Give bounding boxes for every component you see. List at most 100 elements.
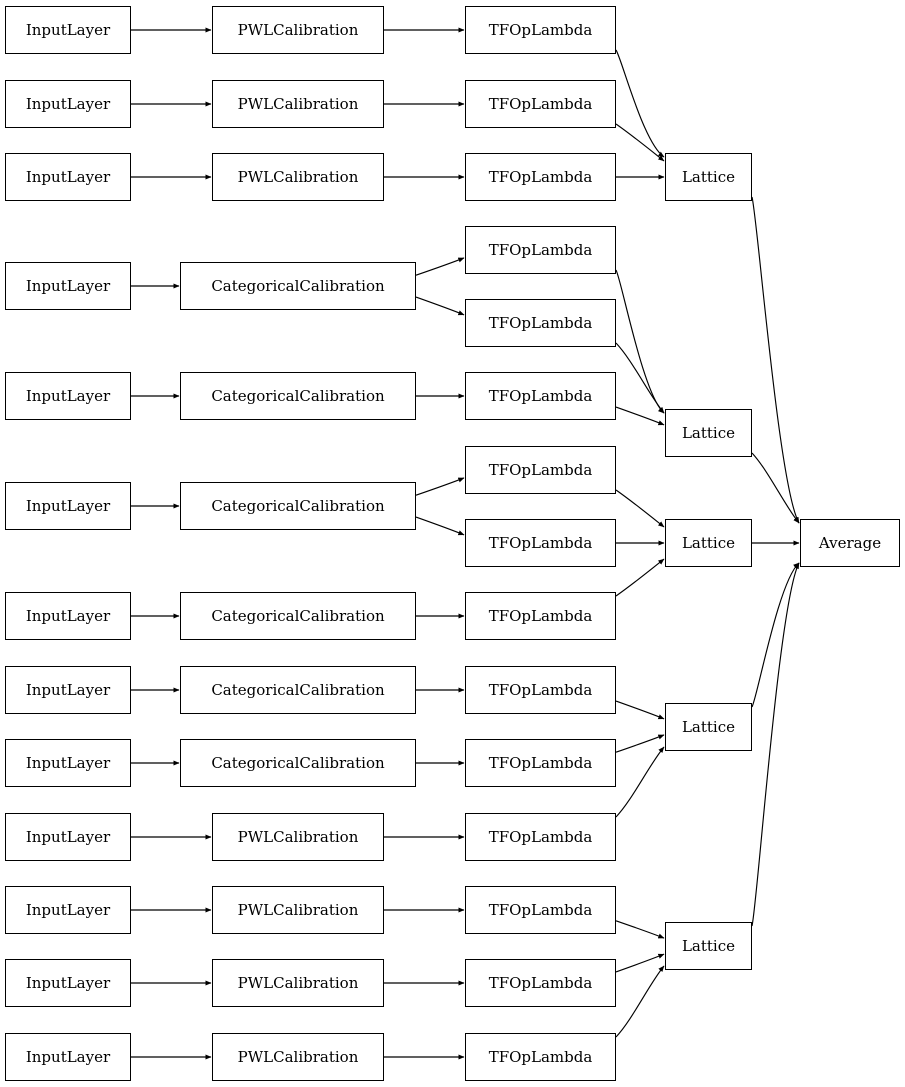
node-label-text: InputLayer [25, 900, 111, 919]
edge-lam15-to-lat5 [615, 965, 665, 1038]
edge-lat5-to-avg [751, 562, 800, 927]
node-label-text: Lattice [681, 717, 736, 736]
node-label-text: InputLayer [25, 1047, 111, 1066]
edge-lat4-to-avg [751, 562, 800, 708]
edge-cal4-to-lam4 [415, 257, 465, 276]
node-label-text: TFOpLambda [488, 460, 593, 479]
node-tfop-lambda-lam13: TFOpLambda [465, 886, 616, 934]
edge-lam14-to-lat5 [615, 953, 665, 973]
node-input-layer-in9: InputLayer [5, 739, 131, 787]
node-label-text: InputLayer [25, 606, 111, 625]
node-input-layer-in5: InputLayer [5, 372, 131, 420]
node-categorical-calibration-cal7: CategoricalCalibration [180, 592, 416, 640]
node-label-text: PWLCalibration [237, 1047, 359, 1066]
edge-lam9-to-lat3 [615, 558, 665, 597]
node-label-text: PWLCalibration [237, 94, 359, 113]
node-pwlcalibration-cal1: PWLCalibration [212, 6, 384, 54]
edge-lam4-to-lat2 [615, 269, 665, 414]
node-input-layer-in4: InputLayer [5, 262, 131, 310]
node-label-text: CategoricalCalibration [211, 386, 385, 405]
node-input-layer-in11: InputLayer [5, 886, 131, 934]
node-label-text: PWLCalibration [237, 900, 359, 919]
node-tfop-lambda-lam7: TFOpLambda [465, 446, 616, 494]
node-label-text: InputLayer [25, 94, 111, 113]
node-input-layer-in3: InputLayer [5, 153, 131, 201]
node-categorical-calibration-cal9: CategoricalCalibration [180, 739, 416, 787]
edge-lam11-to-lat4 [615, 734, 665, 753]
node-input-layer-in8: InputLayer [5, 666, 131, 714]
node-label-text: InputLayer [25, 496, 111, 515]
edge-lam7-to-lat3 [615, 489, 665, 528]
edge-lam13-to-lat5 [615, 920, 665, 939]
node-label-text: TFOpLambda [488, 680, 593, 699]
node-label-text: TFOpLambda [488, 533, 593, 552]
node-tfop-lambda-lam12: TFOpLambda [465, 813, 616, 861]
node-label-text: TFOpLambda [488, 386, 593, 405]
node-label-text: PWLCalibration [237, 20, 359, 39]
node-tfop-lambda-lam11: TFOpLambda [465, 739, 616, 787]
node-tfop-lambda-lam1: TFOpLambda [465, 6, 616, 54]
node-pwlcalibration-cal13: PWLCalibration [212, 1033, 384, 1081]
node-label-text: TFOpLambda [488, 606, 593, 625]
node-categorical-calibration-cal8: CategoricalCalibration [180, 666, 416, 714]
node-input-layer-in1: InputLayer [5, 6, 131, 54]
node-pwlcalibration-cal12: PWLCalibration [212, 959, 384, 1007]
node-label-text: CategoricalCalibration [211, 753, 385, 772]
node-label-text: InputLayer [25, 386, 111, 405]
node-label-text: Lattice [681, 936, 736, 955]
node-categorical-calibration-cal6: CategoricalCalibration [180, 482, 416, 530]
node-tfop-lambda-lam2: TFOpLambda [465, 80, 616, 128]
node-categorical-calibration-cal4: CategoricalCalibration [180, 262, 416, 310]
node-tfop-lambda-lam4: TFOpLambda [465, 226, 616, 274]
node-label-text: InputLayer [25, 680, 111, 699]
node-input-layer-in10: InputLayer [5, 813, 131, 861]
node-label-text: TFOpLambda [488, 240, 593, 259]
node-label-text: TFOpLambda [488, 753, 593, 772]
node-label-text: PWLCalibration [237, 827, 359, 846]
edge-cal6-to-lam8 [415, 516, 465, 536]
node-label-text: InputLayer [25, 973, 111, 992]
edge-lam10-to-lat4 [615, 700, 665, 720]
node-input-layer-in2: InputLayer [5, 80, 131, 128]
node-pwlcalibration-cal3: PWLCalibration [212, 153, 384, 201]
node-tfop-lambda-lam9: TFOpLambda [465, 592, 616, 640]
node-lattice-lat3: Lattice [665, 519, 752, 567]
node-label-text: InputLayer [25, 276, 111, 295]
node-label-text: TFOpLambda [488, 167, 593, 186]
node-input-layer-in7: InputLayer [5, 592, 131, 640]
edge-lat1-to-avg [751, 196, 800, 524]
node-tfop-lambda-lam8: TFOpLambda [465, 519, 616, 567]
node-label-text: Lattice [681, 533, 736, 552]
node-label-text: InputLayer [25, 20, 111, 39]
edge-lam6-to-lat2 [615, 406, 665, 426]
node-label-text: CategoricalCalibration [211, 496, 385, 515]
node-label-text: CategoricalCalibration [211, 606, 385, 625]
edge-cal6-to-lam7 [415, 477, 465, 496]
node-label-text: TFOpLambda [488, 827, 593, 846]
node-pwlcalibration-cal11: PWLCalibration [212, 886, 384, 934]
node-input-layer-in12: InputLayer [5, 959, 131, 1007]
edge-lam2-to-lat1 [615, 123, 665, 162]
node-input-layer-in13: InputLayer [5, 1033, 131, 1081]
node-label-text: PWLCalibration [237, 973, 359, 992]
node-label-text: InputLayer [25, 753, 111, 772]
node-average-avg: Average [800, 519, 900, 567]
node-input-layer-in6: InputLayer [5, 482, 131, 530]
node-tfop-lambda-lam6: TFOpLambda [465, 372, 616, 420]
node-label-text: InputLayer [25, 827, 111, 846]
node-lattice-lat1: Lattice [665, 153, 752, 201]
node-label-text: TFOpLambda [488, 1047, 593, 1066]
node-label-text: Lattice [681, 167, 736, 186]
node-label-text: CategoricalCalibration [211, 680, 385, 699]
node-label-text: TFOpLambda [488, 973, 593, 992]
node-categorical-calibration-cal5: CategoricalCalibration [180, 372, 416, 420]
node-tfop-lambda-lam15: TFOpLambda [465, 1033, 616, 1081]
node-tfop-lambda-lam3: TFOpLambda [465, 153, 616, 201]
node-label-text: TFOpLambda [488, 20, 593, 39]
node-pwlcalibration-cal10: PWLCalibration [212, 813, 384, 861]
edge-lam1-to-lat1 [615, 49, 665, 158]
node-lattice-lat5: Lattice [665, 922, 752, 970]
node-label-text: TFOpLambda [488, 900, 593, 919]
